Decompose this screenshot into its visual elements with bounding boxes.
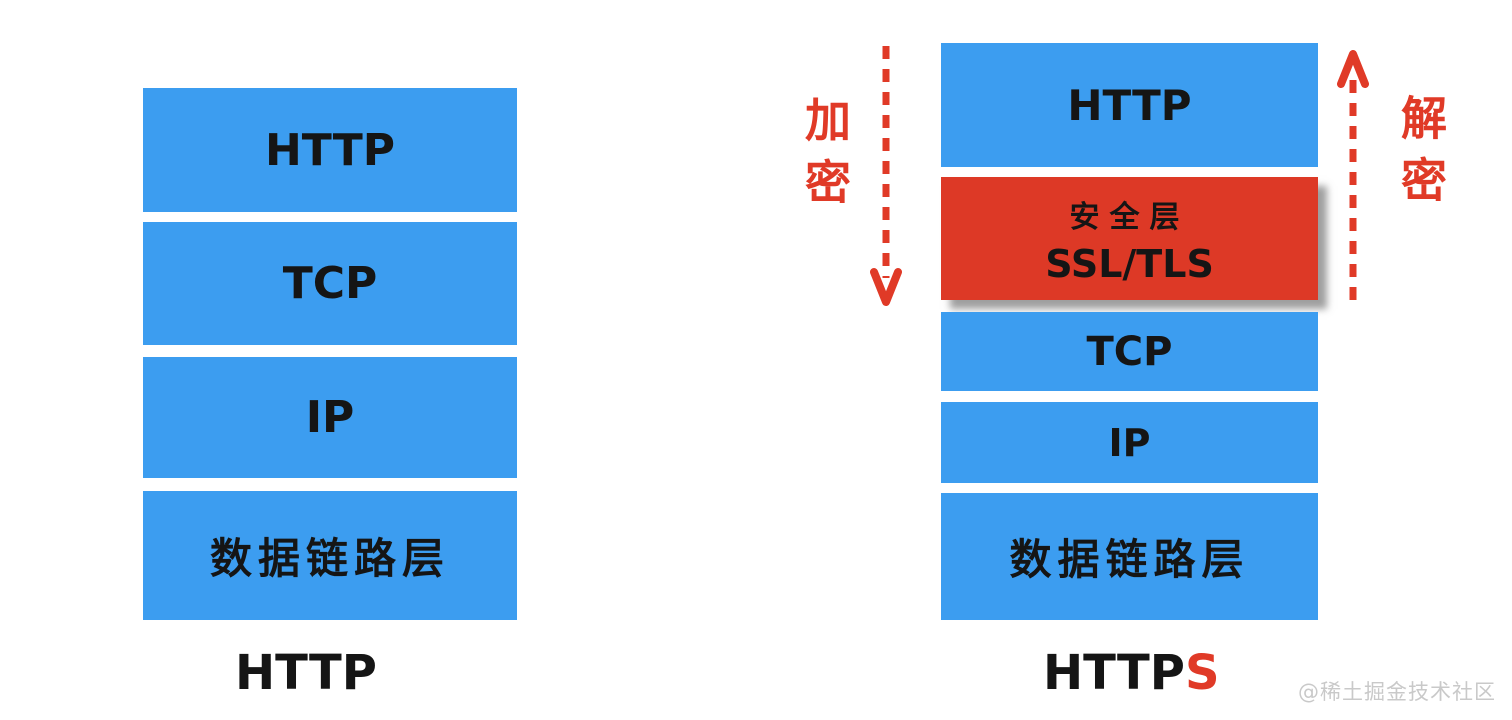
https-stack-layer-ip: IP bbox=[941, 402, 1318, 483]
security-layer-ssl-tls: SSL/TLS bbox=[1045, 241, 1214, 286]
http-stack-layer-http: HTTP bbox=[143, 88, 517, 212]
encrypt-label: 加密 bbox=[798, 96, 852, 220]
https-stack-layer-http: HTTP bbox=[941, 43, 1318, 167]
https-stack-layer-security: 安全层 SSL/TLS bbox=[941, 177, 1318, 300]
decrypt-label: 解密 bbox=[1394, 94, 1448, 218]
security-layer-title: 安全层 bbox=[1069, 199, 1190, 235]
https-stack-layer-tcp: TCP bbox=[941, 312, 1318, 391]
http-stack-layer-datalink: 数据链路层 bbox=[143, 491, 517, 620]
decrypt-up-arrow-icon bbox=[1337, 50, 1369, 310]
encrypt-down-arrow-icon bbox=[870, 46, 902, 306]
http-stack-caption: HTTP bbox=[235, 645, 377, 701]
https-stack-layer-datalink: 数据链路层 bbox=[941, 493, 1318, 620]
watermark: @稀土掘金技术社区 bbox=[1298, 680, 1496, 704]
http-stack-layer-tcp: TCP bbox=[143, 222, 517, 345]
https-caption-s-part: S bbox=[1184, 645, 1220, 701]
https-caption-http-part: HTTP bbox=[1043, 645, 1185, 701]
https-stack-caption: HTTPS bbox=[1043, 645, 1220, 701]
http-stack-layer-ip: IP bbox=[143, 357, 517, 478]
